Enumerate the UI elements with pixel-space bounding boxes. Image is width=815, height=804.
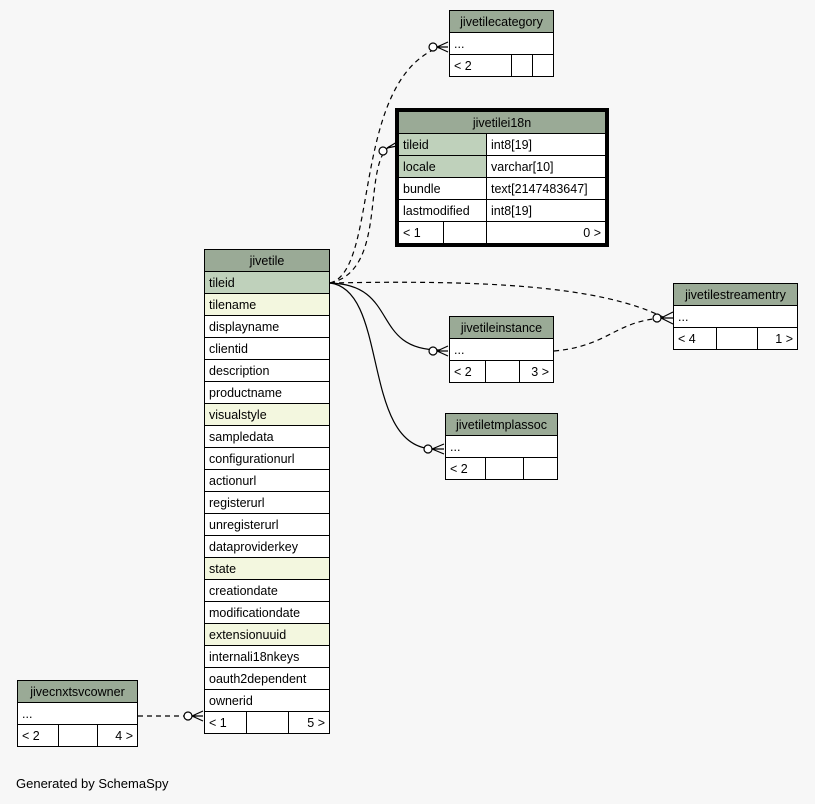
columns-ellipsis: ... [445, 435, 558, 458]
nav-parents: < 1 [204, 711, 247, 734]
column-type: varchar[10] [486, 155, 606, 178]
edge-tile-i18n [329, 144, 393, 284]
column-name: modificationdate [204, 601, 330, 624]
nav-parents: < 4 [673, 327, 717, 350]
crowfoot-icon [191, 710, 204, 722]
table-header[interactable]: jivetilecategory [449, 10, 554, 33]
edge-end-circle [652, 313, 662, 323]
column-name: tileid [398, 133, 487, 156]
nav-mid [58, 724, 98, 747]
edge-tile-category [329, 46, 441, 284]
crowfoot-icon [660, 311, 674, 325]
column-name: lastmodified [398, 199, 487, 222]
column-name: productname [204, 381, 330, 404]
table-jivetile[interactable]: jivetile tileid tilename displayname cli… [204, 249, 330, 734]
column-name: configurationurl [204, 447, 330, 470]
crowfoot-icon [386, 141, 398, 149]
table-jivetilei18n[interactable]: jivetilei18n tileid int8[19] locale varc… [395, 108, 609, 247]
edge-tile-tmplassoc [329, 282, 436, 450]
nav-mid [485, 360, 520, 383]
table-header[interactable]: jivetile [204, 249, 330, 272]
column-name: oauth2dependent [204, 667, 330, 690]
nav-children [523, 457, 558, 480]
edge-tile-instance [329, 282, 441, 351]
nav-mid [443, 221, 487, 244]
crowfoot-icon [436, 41, 449, 53]
edge-end-circle [423, 444, 433, 454]
column-name: bundle [398, 177, 487, 200]
table-jivecnxtsvcowner[interactable]: jivecnxtsvcowner ... < 2 4 > [17, 680, 138, 747]
nav-children: 1 > [757, 327, 798, 350]
nav-parents: < 2 [17, 724, 59, 747]
table-jivetilecategory[interactable]: jivetilecategory ... < 2 [448, 10, 554, 77]
column-name: visualstyle [204, 403, 330, 426]
table-header[interactable]: jivetilestreamentry [673, 283, 798, 306]
nav-mid [716, 327, 758, 350]
edge-end-circle [183, 711, 193, 721]
nav-parents: < 2 [448, 54, 513, 77]
edge-tile-streamentry [329, 281, 666, 319]
table-header[interactable]: jivetiletmplassoc [445, 413, 558, 436]
table-header[interactable]: jivetilei18n [398, 111, 606, 134]
column-name: internali18nkeys [204, 645, 330, 668]
column-name: creationdate [204, 579, 330, 602]
columns-ellipsis: ... [449, 338, 554, 361]
table-jivetiletmplassoc[interactable]: jivetiletmplassoc ... < 2 [445, 413, 558, 480]
column-name: description [204, 359, 330, 382]
column-name: dataproviderkey [204, 535, 330, 558]
column-name: unregisterurl [204, 513, 330, 536]
column-name: locale [398, 155, 487, 178]
table-jivetilestreamentry[interactable]: jivetilestreamentry ... < 4 1 > [673, 283, 798, 350]
column-name: state [204, 557, 330, 580]
column-type: text[2147483647] [486, 177, 606, 200]
columns-ellipsis: ... [673, 305, 798, 328]
column-name: displayname [204, 315, 330, 338]
nav-parents: < 2 [449, 360, 486, 383]
column-type: int8[19] [486, 199, 606, 222]
edge-end-circle [428, 346, 438, 356]
nav-mid [511, 54, 534, 77]
column-type: int8[19] [486, 133, 606, 156]
nav-children: 3 > [519, 360, 554, 383]
edge-instance-streamentry [553, 317, 666, 352]
table-header[interactable]: jivecnxtsvcowner [17, 680, 138, 703]
column-name: ownerid [204, 689, 330, 712]
crowfoot-icon [431, 443, 445, 455]
nav-children: 4 > [97, 724, 138, 747]
footer-credit: Generated by SchemaSpy [16, 776, 169, 791]
nav-children: 0 > [486, 221, 606, 244]
edge-end-circle [378, 146, 388, 156]
nav-mid [246, 711, 289, 734]
nav-parents: < 2 [445, 457, 486, 480]
column-name: registerurl [204, 491, 330, 514]
column-name: clientid [204, 337, 330, 360]
table-jivetileinstance[interactable]: jivetileinstance ... < 2 3 > [449, 316, 554, 383]
edge-end-circle [428, 42, 438, 52]
crowfoot-icon [436, 345, 449, 357]
nav-mid [485, 457, 524, 480]
column-name: tilename [204, 293, 330, 316]
nav-children: 5 > [288, 711, 330, 734]
columns-ellipsis: ... [17, 702, 138, 725]
nav-children [532, 54, 554, 77]
nav-parents: < 1 [398, 221, 444, 244]
columns-ellipsis: ... [449, 32, 554, 55]
column-name: extensionuuid [204, 623, 330, 646]
column-name: tileid [204, 271, 330, 294]
table-header[interactable]: jivetileinstance [449, 316, 554, 339]
column-name: sampledata [204, 425, 330, 448]
column-name: actionurl [204, 469, 330, 492]
